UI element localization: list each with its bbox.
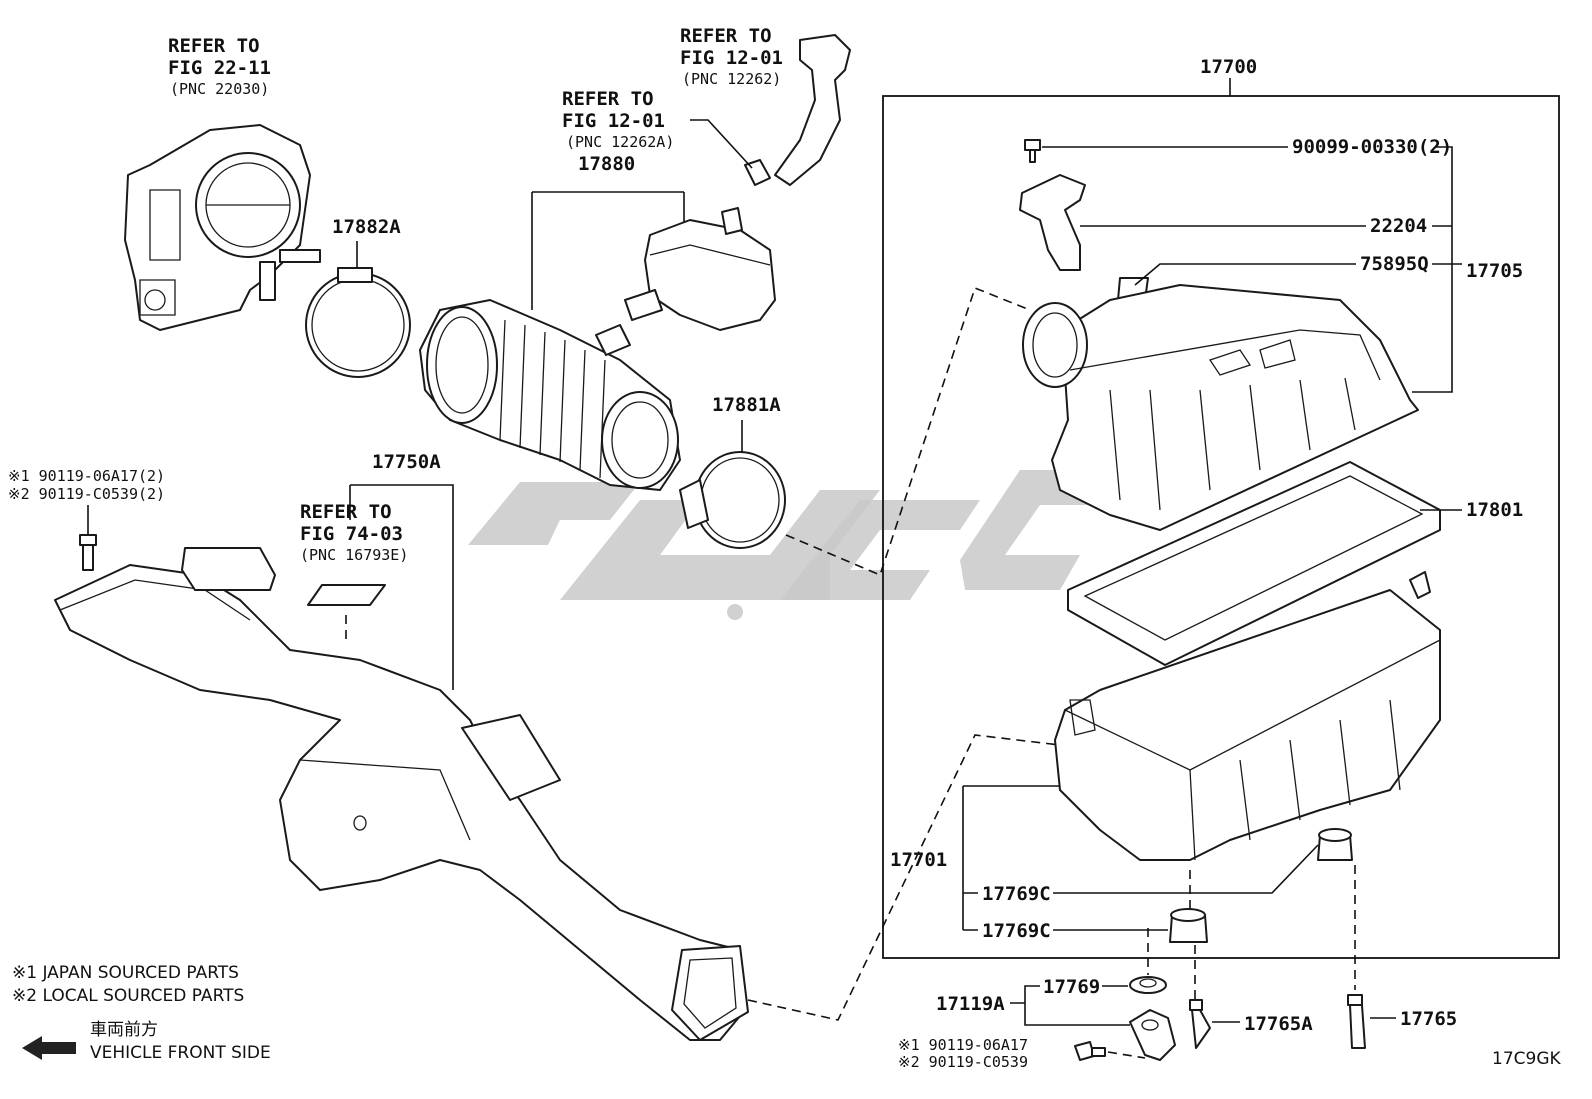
- refer-clamp-line1: REFER TO: [562, 88, 654, 110]
- assembly-frame-17700: [882, 95, 1560, 959]
- vehicle-front-arrow-icon: [22, 1036, 76, 1060]
- part-label-22204: 22204: [1370, 215, 1427, 237]
- bolt-top-line1: ※1 90119-06A17(2): [8, 467, 165, 485]
- part-label-17119a: 17119A: [936, 993, 1005, 1015]
- bolt-bottom-line2: ※2 90119-C0539: [898, 1053, 1028, 1071]
- throttle-body-drawing: [124, 124, 321, 331]
- bolt-top-drawing: [79, 534, 97, 571]
- refer-hose-line1: REFER TO: [680, 25, 772, 47]
- refer-hose-line2: FIG 12-01: [680, 47, 783, 69]
- intake-hose-17880-drawing: [419, 299, 681, 491]
- diagram-code: 17C9GK: [1492, 1049, 1561, 1069]
- bolt-top-line2: ※2 90119-C0539(2): [8, 485, 165, 503]
- grommet-17769c-left-drawing: [1169, 908, 1208, 943]
- bolt-bottom-line1: ※1 90119-06A17: [898, 1036, 1028, 1054]
- note-local-sourced: ※2 LOCAL SOURCED PARTS: [12, 986, 244, 1006]
- part-label-17881a: 17881A: [712, 394, 781, 416]
- pin-17765a-drawing: [1189, 999, 1211, 1049]
- refer-clamp-line3: (PNC 12262A): [566, 133, 674, 151]
- air-duct-17750a-drawing: [54, 547, 749, 1041]
- mass-air-flow-sensor-drawing: [1019, 139, 1086, 271]
- part-label-17769c-a: 17769C: [982, 883, 1051, 905]
- part-label-17801: 17801: [1466, 499, 1523, 521]
- air-filter-17801-drawing: [1067, 461, 1441, 666]
- part-label-17700: 17700: [1200, 56, 1257, 78]
- grommet-17769-drawing: [1129, 976, 1167, 994]
- part-label-90099-00330: 90099-00330(2): [1292, 136, 1452, 158]
- vehicle-front-jp: 車両前方: [90, 1020, 158, 1040]
- refer-fig74-line3: (PNC 16793E): [300, 546, 408, 564]
- part-label-17705: 17705: [1466, 260, 1523, 282]
- bolt-bottom-drawing: [1074, 1041, 1106, 1061]
- clamp-17881a-drawing: [679, 451, 786, 549]
- clamp-17882a-drawing: [305, 267, 411, 378]
- connector-dash-hose: [785, 286, 1031, 577]
- refer-throttle-line3: (PNC 22030): [170, 80, 269, 98]
- upper-air-cleaner-case-drawing: [1022, 284, 1419, 531]
- part-label-17765a: 17765A: [1244, 1013, 1313, 1035]
- grommet-17769c-right-drawing: [1317, 828, 1353, 861]
- part-label-17765: 17765: [1400, 1008, 1457, 1030]
- part-label-17769: 17769: [1043, 976, 1100, 998]
- part-label-75895q: 75895Q: [1360, 253, 1429, 275]
- refer-hose-line3: (PNC 12262): [682, 70, 781, 88]
- part-label-17701: 17701: [890, 849, 947, 871]
- part-label-17769c-b: 17769C: [982, 920, 1051, 942]
- refer-throttle-line2: FIG 22-11: [168, 57, 271, 79]
- part-label-17750a: 17750A: [372, 451, 441, 473]
- refer-clamp-line2: FIG 12-01: [562, 110, 665, 132]
- lower-air-cleaner-case-drawing: [1054, 571, 1441, 861]
- vehicle-front-en: VEHICLE FRONT SIDE: [90, 1043, 271, 1063]
- connector-dash-duct: [747, 734, 1061, 1021]
- part-label-17880: 17880: [578, 153, 635, 175]
- note-japan-sourced: ※1 JAPAN SOURCED PARTS: [12, 963, 239, 983]
- bracket-17119a-drawing: [1129, 1009, 1176, 1061]
- label-plate-drawing: [307, 584, 386, 606]
- resonator-drawing: [624, 207, 776, 331]
- pin-17765-drawing: [1347, 994, 1366, 1049]
- part-label-17882a: 17882A: [332, 216, 401, 238]
- refer-fig74-line2: FIG 74-03: [300, 523, 403, 545]
- watermark-logo: [468, 470, 1120, 620]
- refer-fig74-line1: REFER TO: [300, 501, 392, 523]
- refer-throttle-line1: REFER TO: [168, 35, 260, 57]
